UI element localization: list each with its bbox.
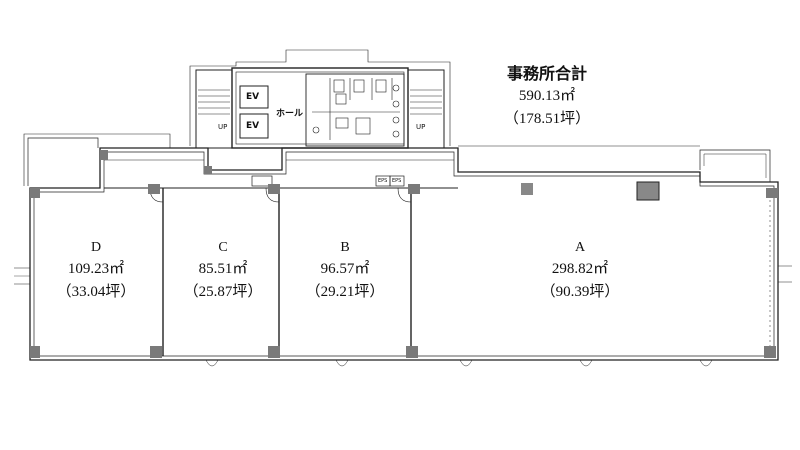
column-interior (521, 183, 533, 195)
stair-right (407, 69, 445, 149)
up-label-left: UP (218, 123, 228, 131)
column (268, 184, 280, 194)
balcony-left (27, 137, 99, 186)
column (766, 188, 778, 198)
ps-closet-1 (251, 175, 273, 187)
stair-left (195, 69, 233, 149)
toilet-wc-3 (375, 79, 387, 93)
toilet-wc-6 (355, 117, 371, 135)
column (764, 346, 776, 358)
room-d-tsubo: （33.04坪） (56, 284, 136, 300)
column (204, 166, 212, 174)
room-a-area: 298.82㎡ (551, 261, 609, 277)
column (30, 188, 40, 198)
outer-wall (29, 147, 779, 361)
room-a-tsubo: （90.39坪） (540, 284, 620, 300)
door-right (778, 265, 792, 283)
up-label-right: UP (416, 123, 426, 131)
toilet-wc-4 (335, 93, 347, 105)
column (100, 150, 108, 160)
balcony-right-2 (703, 153, 767, 178)
room-c-name: C (218, 240, 228, 255)
column (408, 184, 420, 194)
room-d-name: D (90, 240, 102, 255)
balcony-left-inner (23, 133, 171, 186)
eps-closet-2 (389, 175, 405, 187)
core-roof (189, 49, 451, 146)
column (148, 184, 160, 194)
room-d-area: 109.23㎡ (67, 261, 125, 277)
ev-label-2: EV (246, 121, 260, 131)
eps-label-1: EPS (378, 178, 388, 184)
column (268, 346, 280, 358)
summary-tsubo: （178.51坪） (503, 111, 591, 127)
column (30, 346, 40, 358)
room-b-tsubo: （29.21坪） (305, 284, 385, 300)
toilet-wc-2 (353, 79, 365, 93)
door-left (14, 267, 30, 285)
ev-label-1: EV (246, 92, 260, 102)
summary-title: 事務所合計 (506, 64, 587, 83)
column (150, 346, 162, 358)
room-c-tsubo: （25.87坪） (183, 284, 263, 300)
balcony-right (699, 149, 771, 182)
summary-area: 590.13㎡ (518, 88, 576, 104)
ev-shaft-2 (239, 113, 269, 139)
toilet-block (305, 73, 405, 147)
outer-wall-inner (33, 151, 775, 357)
room-b-name: B (340, 240, 350, 255)
room-a-name: A (574, 240, 586, 255)
hall-label: ホール (276, 109, 304, 119)
toilet-wc-1 (333, 79, 345, 93)
room-b-area: 96.57㎡ (320, 261, 370, 277)
toilet-wc-5 (335, 117, 349, 129)
column-interior (636, 181, 660, 201)
ev-shaft-1 (239, 85, 269, 109)
eps-label-2: EPS (392, 178, 402, 184)
column (406, 346, 418, 358)
room-c-area: 85.51㎡ (198, 261, 248, 277)
